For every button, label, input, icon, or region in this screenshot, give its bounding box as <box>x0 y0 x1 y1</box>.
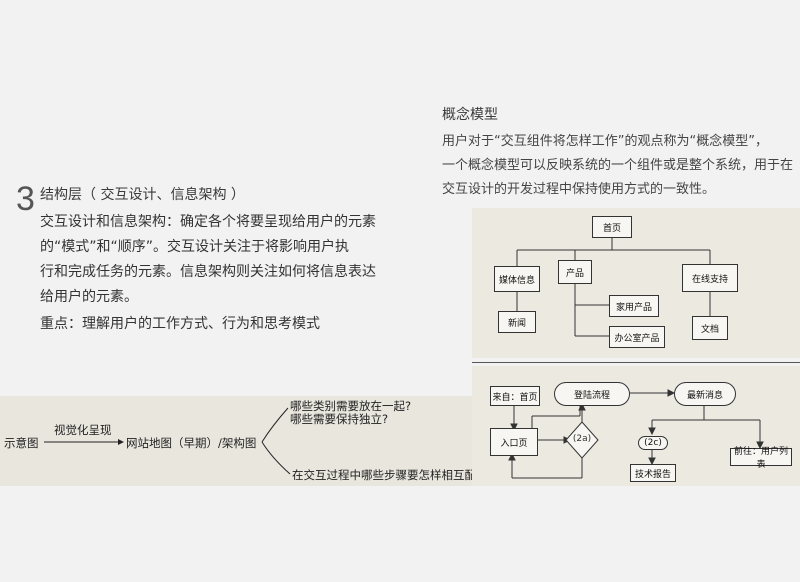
strip-left-label: 示意图 <box>4 436 39 450</box>
sitemap-news-box: 新闻 <box>498 311 536 333</box>
flow-2c-box: (2c) <box>638 436 668 450</box>
strip-lines <box>44 407 291 475</box>
sitemap-home-box: 首页 <box>592 216 632 238</box>
sitemap-support-box: 在线支持 <box>682 264 738 292</box>
flow-user-list-box: 前往：用户列表 <box>730 447 792 470</box>
flow-entry-page-box: 入口页 <box>490 428 538 456</box>
concept-model-title: 概念模型 <box>442 107 498 123</box>
sitemap-lines <box>516 238 711 337</box>
strip-question-3: 在交互过程中哪些步骤要怎样相互配合? <box>292 468 494 482</box>
section-line-1: 交互设计和信息架构：确定各个将要呈现给用户的元素 <box>40 214 376 230</box>
strip-question-2: 哪些需要保持独立? <box>290 412 389 426</box>
strip-middle-label: 网站地图（早期）/架构图 <box>126 436 257 450</box>
strip-question-1: 哪些类别需要放在一起? <box>290 399 412 413</box>
wireframe-strip: 示意图 视觉化呈现 网站地图（早期）/架构图 哪些类别需要放在一起? 哪些需要保… <box>0 396 494 486</box>
sitemap-home-products-box: 家用产品 <box>609 295 659 317</box>
concept-model-line-2: 一个概念模型可以反映系统的一个组件或是整个系统，用于在 <box>442 158 794 173</box>
section-line-3: 行和完成任务的元素。信息架构则关注如何将信息表达 <box>40 264 376 280</box>
strip-arrow-label: 视觉化呈现 <box>54 423 112 437</box>
panel-divider <box>472 362 800 363</box>
flow-login-box: 登陆流程 <box>554 382 630 406</box>
concept-model-line-1: 用户对于“交互组件将怎样工作”的观点称为“概念模型”， <box>442 134 768 149</box>
section-line-4: 给用户的元素。 <box>40 289 138 305</box>
section-title: 结构层（ 交互设计、信息架构 ） <box>40 187 245 203</box>
concept-model-line-3: 交互设计的开发过程中保持使用方式的一致性。 <box>442 182 716 197</box>
flow-latest-news-box: 最新消息 <box>674 382 736 406</box>
section-number: 3 <box>16 180 35 218</box>
flow-2a-label: (2a) <box>572 434 592 444</box>
section-line-2: 的“模式”和“顺序”。交互设计关注于将影响用户执 <box>40 239 350 255</box>
flow-diagram: 来自：首页 登陆流程 最新消息 入口页 (2a) (2c) 技术报告 前往：用户… <box>472 366 800 486</box>
section-key-point: 重点：理解用户的工作方式、行为和思考模式 <box>40 316 320 332</box>
flow-from-home-box: 来自：首页 <box>490 386 540 406</box>
sitemap-docs-box: 文档 <box>692 316 728 340</box>
sitemap-media-box: 媒体信息 <box>494 266 540 292</box>
sitemap-diagram: 首页 媒体信息 新闻 产品 家用产品 办公室产品 在线支持 文档 <box>472 208 800 358</box>
flow-lines <box>508 389 764 479</box>
sitemap-products-box: 产品 <box>558 260 592 284</box>
sitemap-office-products-box: 办公室产品 <box>609 326 665 348</box>
flow-tech-report-box: 技术报告 <box>630 464 676 482</box>
